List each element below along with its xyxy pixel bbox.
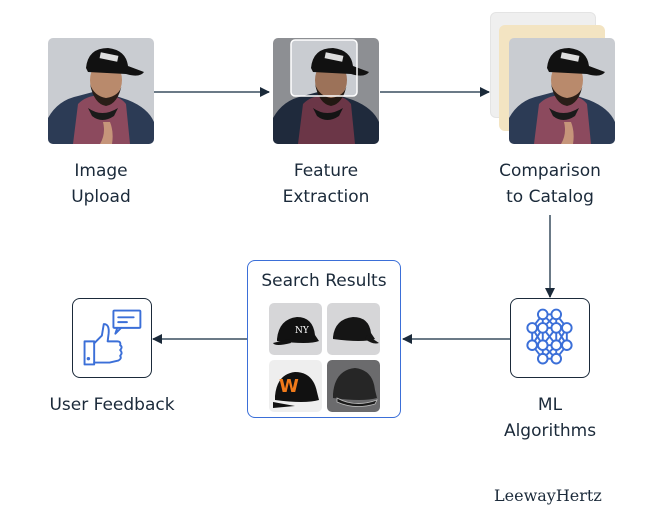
cap-icon [333, 317, 379, 344]
person-photo-icon [509, 38, 615, 144]
ml-algorithms-box [510, 298, 590, 378]
svg-text:NY: NY [295, 326, 310, 336]
image-upload-label: Image Upload [38, 158, 164, 210]
svg-text:W: W [279, 376, 299, 397]
image-upload-photo [48, 38, 154, 144]
label-line: Feature [293, 161, 359, 181]
label-line: ML [537, 395, 563, 415]
comparison-photo [509, 38, 615, 144]
result-thumb-ny-cap: NY [269, 303, 322, 355]
comparison-label: Comparison to Catalog [478, 158, 622, 210]
person-photo-icon [273, 38, 379, 144]
user-feedback-label: User Feedback [49, 395, 175, 415]
cap-icon: NY [273, 317, 319, 345]
feature-extraction-label: Feature Extraction [256, 158, 396, 210]
ml-algorithms-label: ML Algorithms [490, 392, 610, 444]
label-line: Extraction [282, 187, 370, 207]
cap-icon [333, 368, 378, 407]
search-results-title: Search Results [261, 271, 387, 291]
user-feedback-box [72, 298, 152, 378]
cap-icon: W [273, 372, 319, 408]
result-thumb-w-cap: W [269, 360, 322, 412]
neural-network-icon [526, 308, 573, 365]
result-thumb-textured-cap [327, 360, 380, 412]
label-line: Image [74, 161, 128, 181]
label-line: Comparison [499, 161, 601, 181]
result-thumb-plain-cap [327, 303, 380, 355]
label-line: Algorithms [503, 421, 597, 441]
person-photo-icon [48, 38, 154, 144]
thumbs-up-chat-icon [83, 309, 142, 366]
label-line: Upload [71, 187, 131, 207]
label-line: to Catalog [506, 187, 594, 207]
search-results-panel: Search Results NY W [247, 260, 401, 418]
feature-extraction-photo [273, 38, 379, 144]
brand-logo: LeewayHertz [494, 486, 602, 505]
